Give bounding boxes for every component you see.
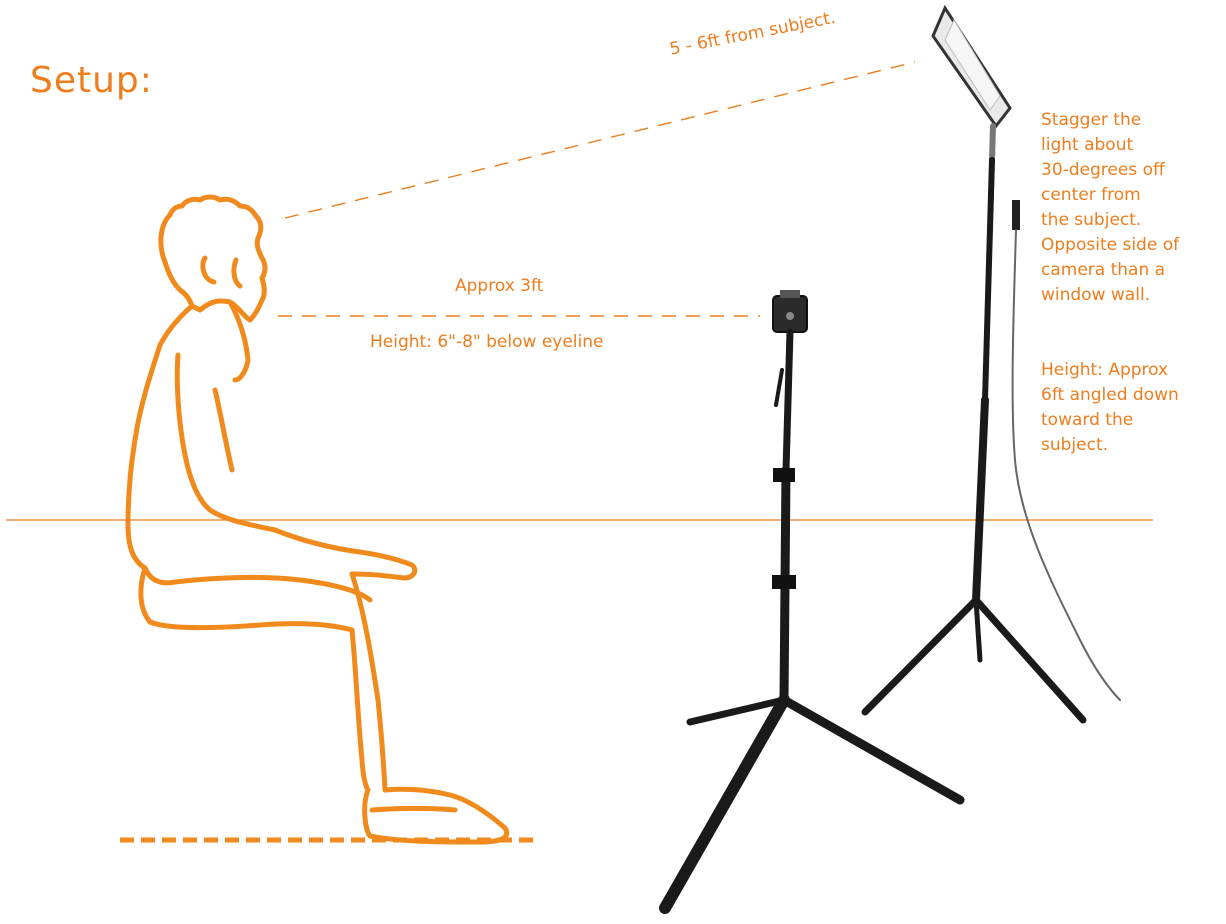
light-note-line: camera than a [1041, 258, 1226, 283]
camera-height-label: Height: 6"-8" below eyeline [370, 330, 603, 355]
light-note-line: Stagger the [1041, 108, 1226, 133]
light-placement-note: Stagger the light about 30-degrees off c… [1041, 108, 1226, 308]
page-title: Setup: [30, 60, 153, 101]
camera-tripod [665, 290, 960, 908]
light-height-line: 6ft angled down [1041, 383, 1226, 408]
camera-distance-label: Approx 3ft [455, 274, 543, 299]
light-note-line: Opposite side of [1041, 233, 1226, 258]
light-note-line: the subject. [1041, 208, 1226, 233]
light-note-line: light about [1041, 133, 1226, 158]
light-height-line: Height: Approx [1041, 358, 1226, 383]
light-height-line: toward the [1041, 408, 1226, 433]
light-note-line: 30-degrees off [1041, 158, 1226, 183]
light-note-line: window wall. [1041, 283, 1226, 308]
light-distance-line [285, 62, 915, 218]
light-note-line: center from [1041, 183, 1226, 208]
light-height-line: subject. [1041, 433, 1226, 458]
light-height-note: Height: Approx 6ft angled down toward th… [1041, 358, 1226, 458]
